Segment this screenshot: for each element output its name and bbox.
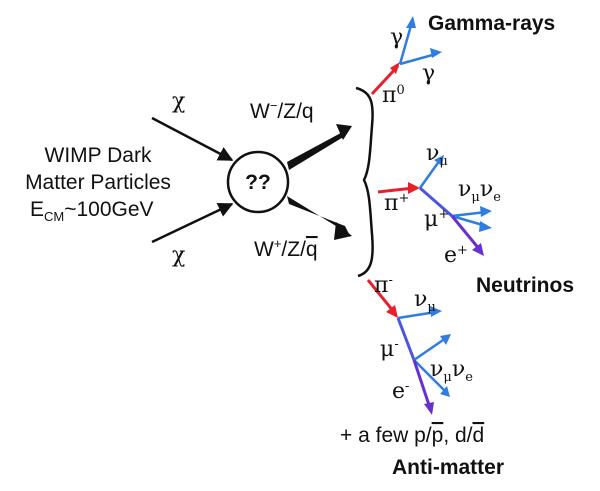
nu2-arrowhead — [480, 206, 492, 217]
gamma2-label: γ — [422, 61, 435, 86]
vertex-label: ?? — [245, 171, 271, 194]
nu2-track — [451, 210, 487, 218]
wimp-label-line2: Matter Particles — [25, 171, 171, 194]
hadronization-brace — [355, 86, 374, 278]
e-minus-arrowhead — [424, 402, 434, 415]
pi-minus-track — [366, 279, 396, 313]
bottom-product-wedge — [287, 196, 349, 234]
pi-plus-arrowhead — [408, 182, 420, 194]
am-nu-mu-nu-e-label: νμνe — [430, 357, 473, 385]
gamma1-label: γ — [390, 25, 403, 50]
am-nu2-track — [413, 336, 447, 362]
e-minus-track — [412, 359, 432, 409]
e-plus-track — [450, 215, 482, 251]
bottom-product-arrowhead — [334, 222, 352, 240]
e-plus-label: e+ — [444, 243, 468, 268]
mu-minus-label: μ- — [380, 337, 399, 362]
gamma1-track — [398, 21, 414, 65]
ecm-label: ECM~100GeV — [30, 198, 154, 224]
pi0-label: π0 — [382, 83, 405, 108]
e-plus-arrowhead — [472, 243, 484, 256]
gamma1-arrowhead — [406, 16, 416, 28]
neutrinos-title: Neutrinos — [476, 274, 574, 297]
bottom-product-label: W+/Z/q — [254, 236, 318, 261]
am-nu-mu-track — [397, 310, 437, 320]
wimp-label-line1: WIMP Dark — [45, 144, 152, 167]
gamma2-track — [399, 52, 437, 66]
chi-top-label: χ — [172, 89, 185, 114]
am-nu-mu-label: νμ — [414, 287, 436, 315]
am-nu-mu-arrowhead — [430, 306, 442, 317]
incoming-chi-lines — [151, 116, 234, 244]
top-product-label: W−/Z/q — [250, 98, 314, 123]
mu-plus-label: μ+ — [424, 207, 449, 232]
nu-mu-label: νμ — [426, 141, 448, 169]
pi0-arrowhead — [390, 62, 400, 74]
chi-bottom-label: χ — [172, 243, 185, 268]
e-minus-label: e- — [392, 379, 409, 404]
top-product-arrowhead — [336, 124, 352, 140]
mu-minus-track — [396, 317, 416, 361]
gamma2-arrowhead — [430, 48, 442, 58]
am-nu2-arrowhead — [440, 334, 451, 345]
top-product-wedge — [287, 128, 350, 170]
gamma-rays-title: Gamma-rays — [428, 12, 555, 35]
nu-mu-arrowhead — [434, 155, 444, 166]
nu-mu-nu-e-label: νμνe — [458, 177, 501, 205]
antimatter-title: Anti-matter — [392, 456, 504, 479]
mu-plus-track — [419, 186, 453, 218]
am-nu3-track — [413, 359, 447, 393]
am-nu3-arrowhead — [440, 386, 450, 397]
pi-minus-arrowhead — [386, 305, 398, 318]
annihilation-vertex — [226, 150, 290, 214]
antimatter-footnote: + a few p/p, d/d — [340, 424, 484, 447]
pi-minus-label: π- — [374, 273, 393, 298]
pi-plus-label: π+ — [384, 191, 409, 216]
nu-mu-track — [418, 159, 442, 189]
nu3-arrowhead — [479, 221, 492, 232]
